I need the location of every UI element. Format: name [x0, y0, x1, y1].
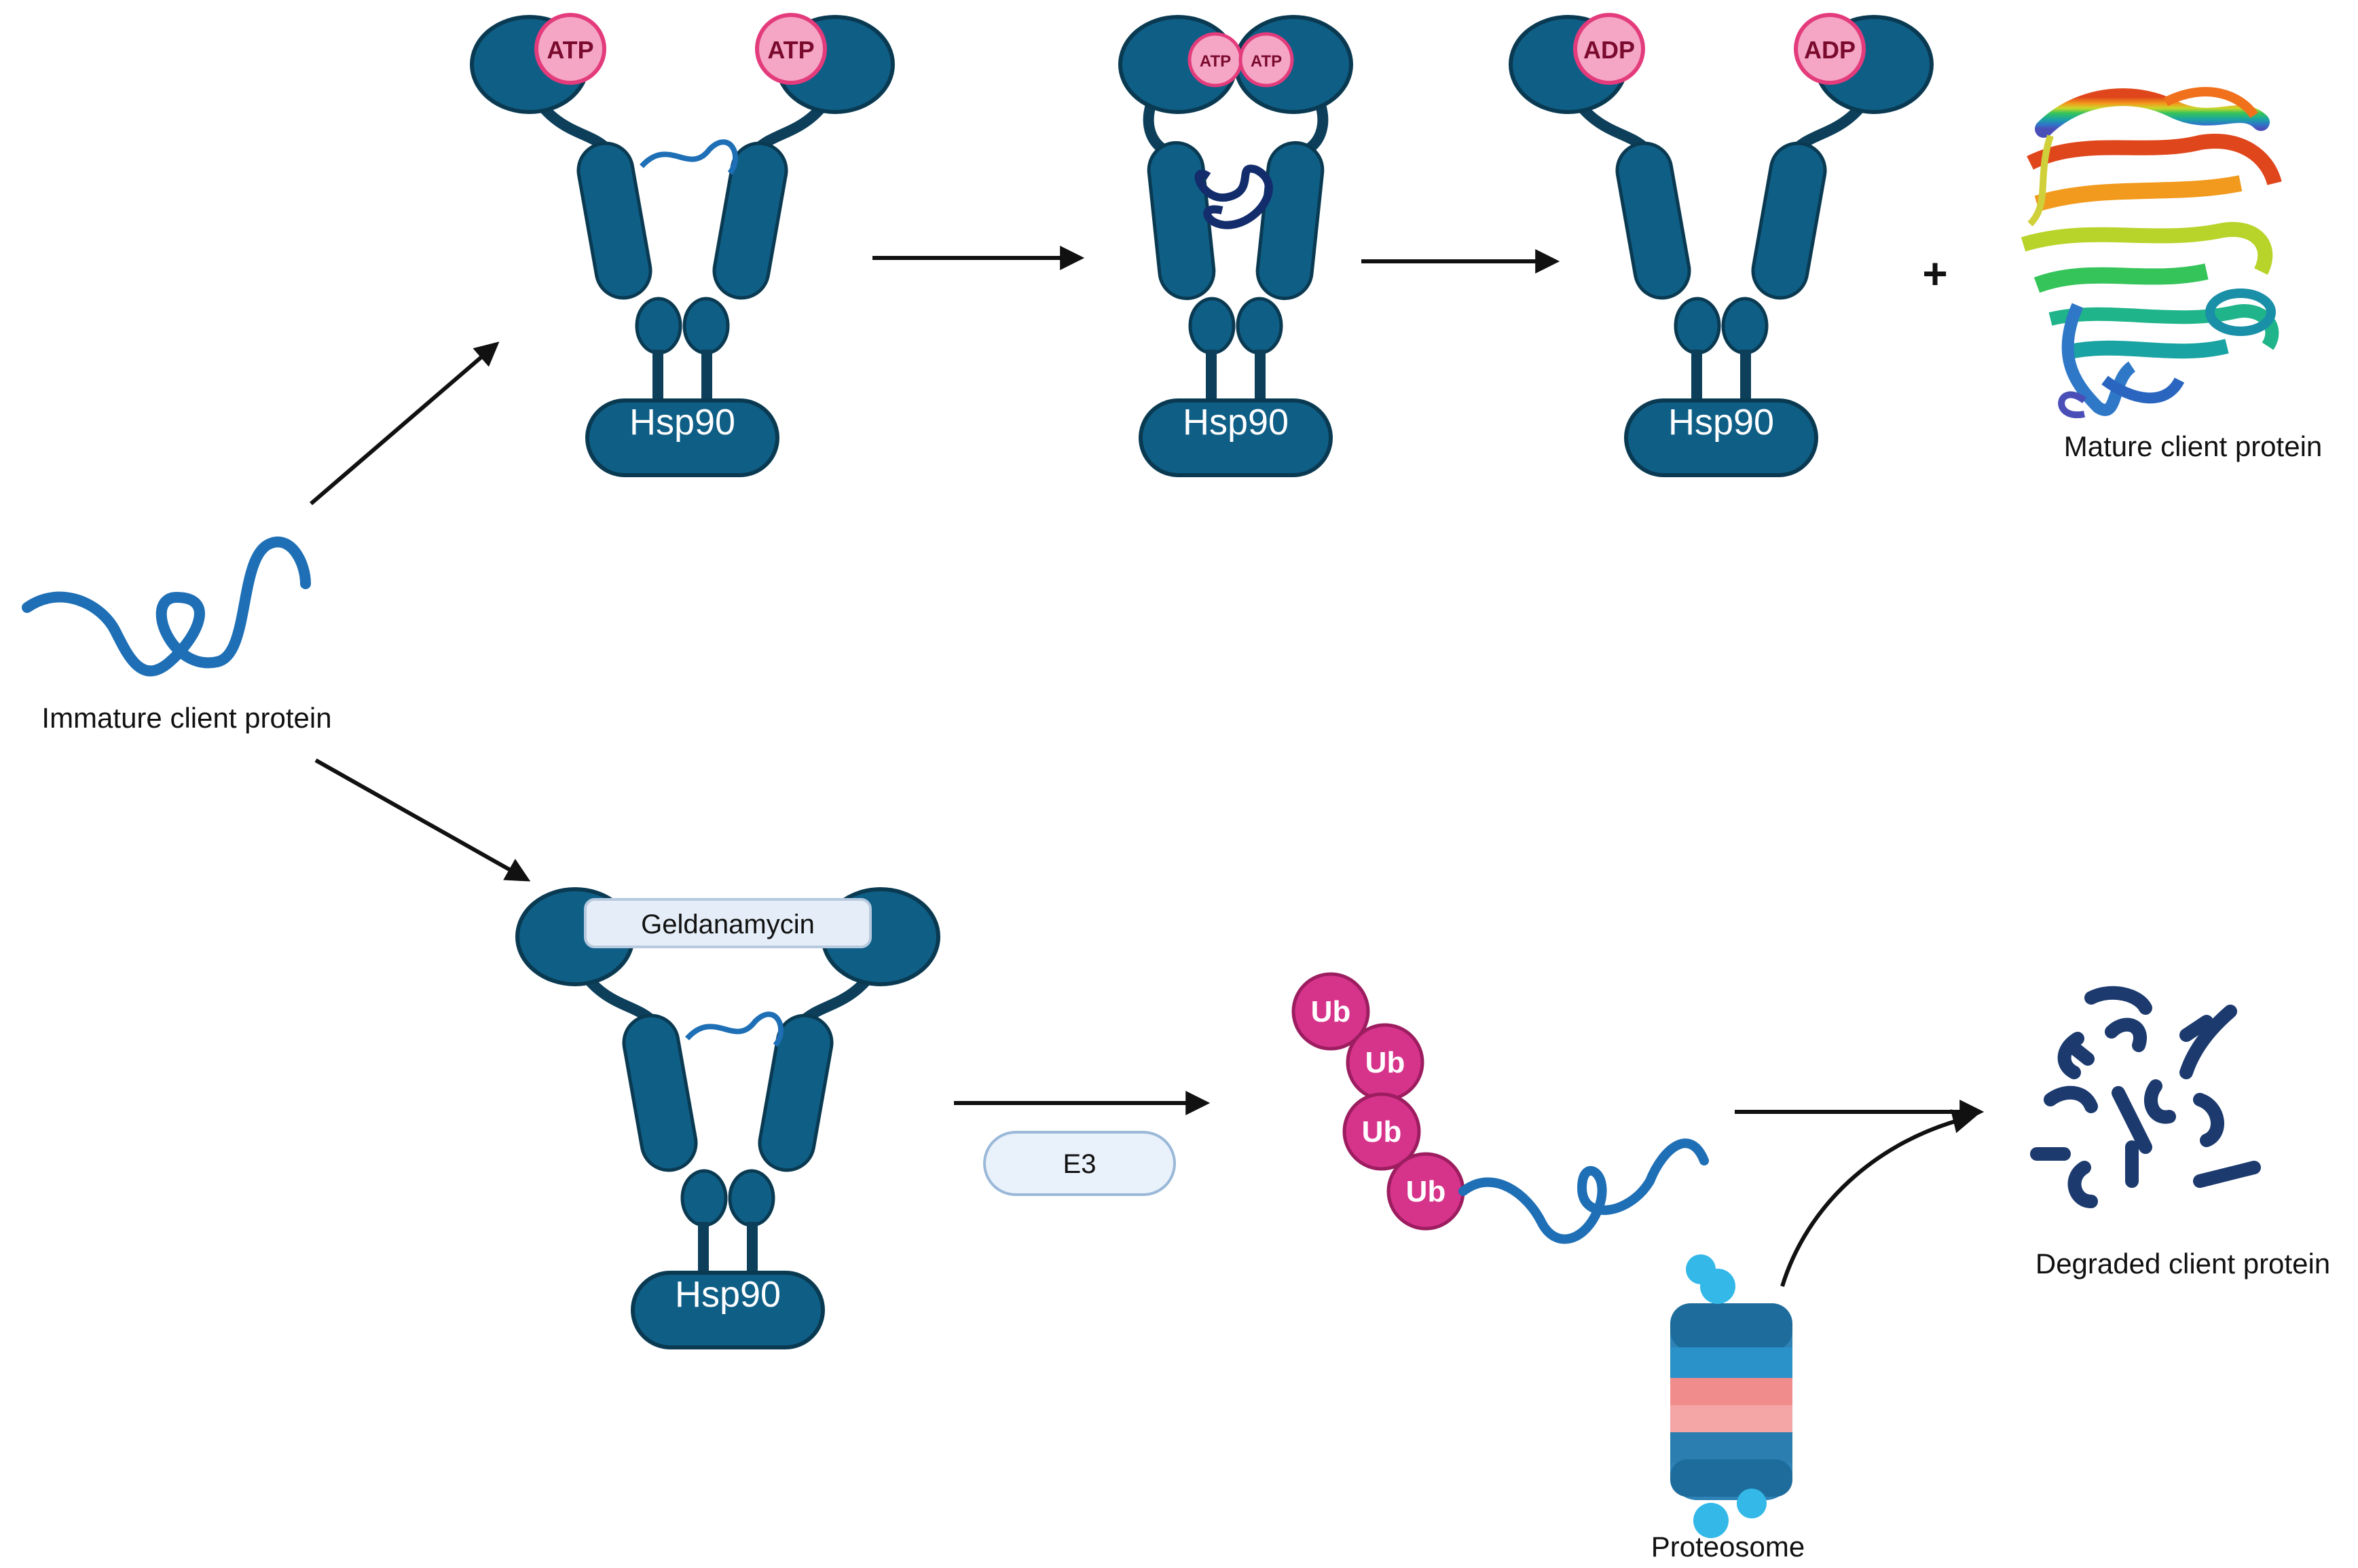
- hsp90-label: Hsp90: [629, 402, 735, 443]
- e3-label: E3: [1063, 1149, 1097, 1179]
- adp-bead-right: [1794, 13, 1866, 85]
- hsp90-complex-atp-closed: ATP ATP Hsp90: [1118, 15, 1353, 477]
- atp-bead-left: [534, 13, 606, 85]
- nucleotide-label: ADP: [1583, 36, 1635, 64]
- client-strand: [640, 139, 739, 175]
- degraded-client-label: Degraded client protein: [2035, 1248, 2330, 1280]
- mature-client-label: Mature client protein: [2064, 430, 2323, 462]
- adp-bead-left: [1573, 13, 1645, 85]
- ubiquitin-chain: Ub Ub Ub Ub: [1291, 972, 1465, 1231]
- hsp90-complex-adp: ADP ADP Hsp90: [1509, 13, 1934, 475]
- ubiquitin-label: Ub: [1365, 1046, 1405, 1079]
- proteasome-icon: [1670, 1254, 1792, 1538]
- e3-pill: [983, 1131, 1176, 1196]
- nucleotide-label: ADP: [1804, 36, 1856, 64]
- degraded-fragments: [2030, 986, 2261, 1208]
- nucleotide-label: ATP: [1251, 52, 1282, 71]
- proteasome-label: Proteosome: [1651, 1531, 1805, 1563]
- nucleotide-label: ATP: [1200, 52, 1231, 71]
- nucleotide-label: ATP: [767, 36, 814, 64]
- immature-client-label: Immature client protein: [41, 702, 331, 734]
- geldanamycin-box: [584, 898, 872, 948]
- folding-client: [1194, 164, 1273, 229]
- ubiquitinated-client-strand: [1458, 1138, 1709, 1244]
- nucleotide-label: ATP: [547, 36, 593, 64]
- ubiquitin-label: Ub: [1311, 995, 1351, 1028]
- hsp90-complex-atp-open: ATP ATP Hsp90: [470, 13, 895, 475]
- atp-bead-right: [1238, 32, 1294, 88]
- atp-bead-right: [755, 13, 827, 85]
- arrow-down-right: [314, 758, 531, 882]
- hsp90-label: Hsp90: [1668, 402, 1774, 443]
- hsp90-label: Hsp90: [1183, 402, 1289, 443]
- hsp90-complex-geldanamycin: Geldanamycin Hsp90: [515, 887, 940, 1347]
- hsp90-label: Hsp90: [675, 1274, 781, 1315]
- arrow-up-right: [310, 341, 500, 506]
- geldanamycin-label: Geldanamycin: [641, 910, 815, 939]
- proteasome-arrow: [1780, 1109, 1977, 1287]
- mature-protein-structure: [2021, 87, 2282, 419]
- immature-client-strand: [22, 536, 311, 677]
- ubiquitin-bead: [1291, 972, 1370, 1051]
- ubiquitin-label: Ub: [1362, 1115, 1402, 1149]
- plus-sign: +: [1922, 249, 1947, 298]
- client-strand: [685, 1011, 784, 1047]
- ubiquitin-label: Ub: [1406, 1175, 1446, 1208]
- ubiquitin-bead: [1342, 1092, 1421, 1171]
